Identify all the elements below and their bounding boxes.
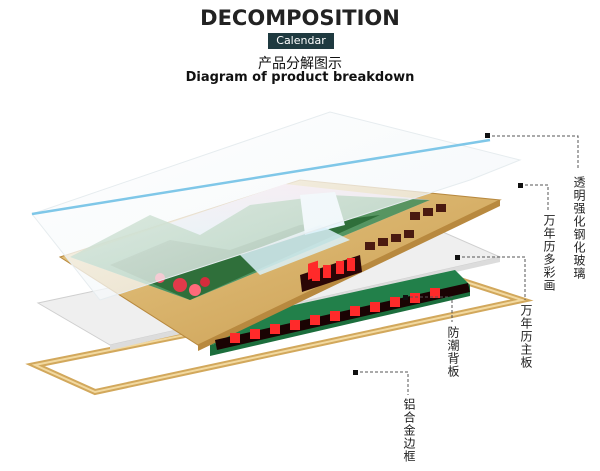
subtitle-chinese: 产品分解图示 [258,56,342,72]
page-title: DECOMPOSITION [200,6,400,30]
calendar-badge: Calendar [268,33,334,49]
label-frame: 铝合金边框 [402,398,416,463]
label-glass: 透明强化钢化玻璃 [572,176,586,280]
label-mainboard: 万年历主板 [519,304,533,369]
label-backboard: 防潮背板 [446,326,460,378]
label-painting: 万年历多彩画 [542,214,556,292]
tempered-glass-panel [31,111,522,301]
leader-lines [355,135,579,395]
subtitle-english: Diagram of product breakdown [185,70,415,85]
leader-dots [353,133,523,375]
